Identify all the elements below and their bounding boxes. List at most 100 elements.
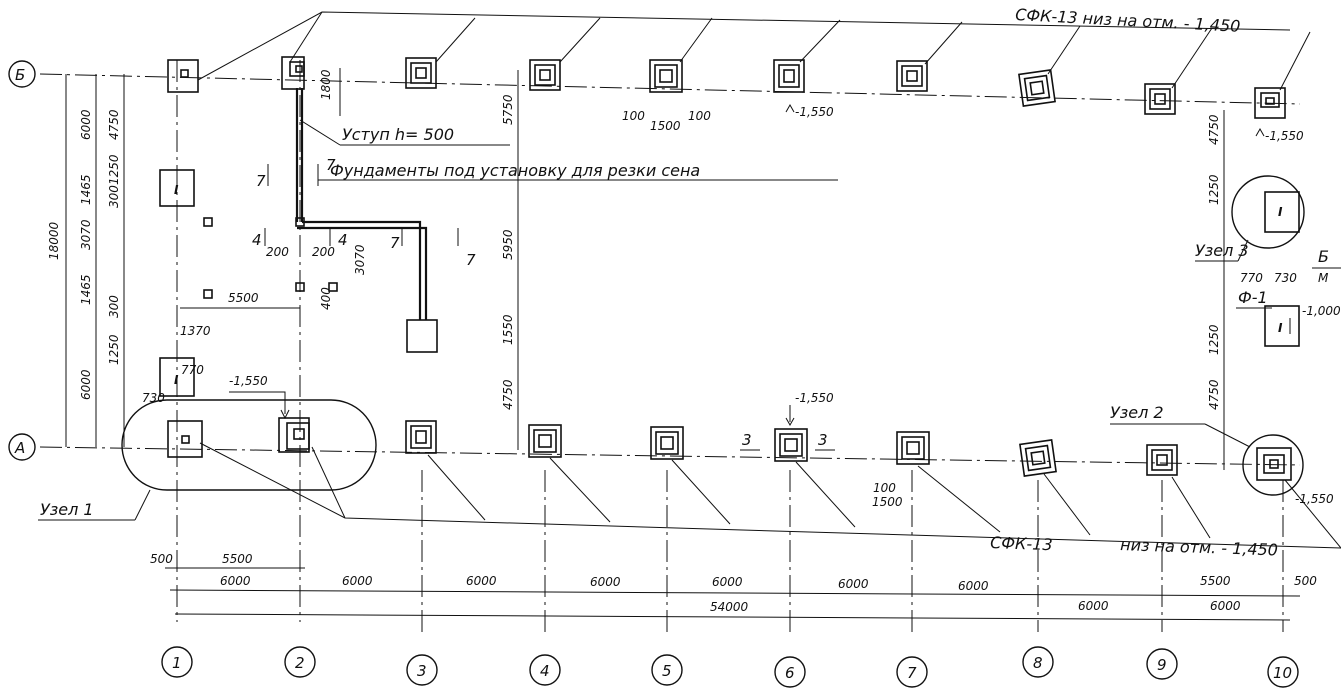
dim-bay-7: 6000 — [958, 579, 989, 593]
dim-730-left: 730 — [142, 391, 165, 405]
axis-label-b: Б — [15, 66, 25, 84]
elev-f1: -1,000 — [1302, 304, 1341, 318]
foundation-b4 — [529, 59, 561, 91]
foundations-row-b — [167, 56, 1286, 119]
f1-label: Ф-1 — [1238, 288, 1268, 307]
section-7-c: 7 — [390, 234, 400, 252]
dim-left-300-top: 300 — [107, 185, 121, 208]
axis-line-a — [39, 446, 1301, 466]
node1-label: Узел 1 — [40, 500, 94, 519]
foundation-a9 — [1146, 444, 1178, 476]
dim-bay-4: 6000 — [590, 575, 621, 589]
bottom-note-right: низ на отм. - 1,450 — [1120, 535, 1278, 559]
dim-1370: 1370 — [180, 324, 211, 338]
axis-label-7: 7 — [907, 664, 917, 682]
foundation-a7 — [896, 431, 930, 465]
foundations-interior — [159, 169, 1300, 397]
column-4-dimensions: 5750 5950 1550 4750 — [501, 70, 519, 450]
dim-b5-1500: 1500 — [650, 119, 681, 133]
section-3-right: 3 — [818, 431, 828, 449]
foundation-title: Фундаменты под установку для резки сена — [330, 161, 700, 180]
dim-bay-3: 6000 — [466, 574, 497, 588]
ledge-leader — [299, 119, 341, 146]
dim-left-6000-top: 6000 — [79, 109, 93, 140]
foundation-b3 — [405, 57, 437, 89]
left-dimensions: 18000 6000 3070 1465 1465 6000 4750 1250… — [47, 74, 204, 447]
dim-200-b: 200 — [312, 245, 335, 259]
dim-right-4750-top: 4750 — [1207, 114, 1221, 145]
axis-label-a: А — [14, 439, 25, 457]
node3-callout: Узел 3 — [1195, 175, 1305, 262]
axis-bubble-4: 4 — [529, 654, 561, 686]
dim-bay-9: 6000 — [1210, 599, 1241, 613]
foundation-b2 — [281, 56, 305, 90]
foundation-a8 — [1019, 439, 1057, 477]
section-markers: 7 7 7 7 4 4 3 3 — [252, 156, 835, 451]
axis-bubble-5: 5 — [651, 654, 683, 686]
node3-label: Узел 3 — [1195, 241, 1249, 260]
elev-b10: -1,550 — [1265, 129, 1304, 143]
column-marker-f1: I — [1278, 321, 1283, 335]
cut-m-label: М — [1318, 271, 1329, 285]
foundation-a10 — [1256, 447, 1292, 481]
dim-last-bay: 5500 — [1200, 574, 1231, 588]
foundation-a6 — [774, 428, 808, 462]
foundation-b9 — [1144, 83, 1176, 115]
section-3-left: 3 — [742, 431, 752, 449]
dim-200-a: 200 — [266, 245, 289, 259]
hay-cutter-dimensions: 1800 5500 1370 3070 200 200 400 — [180, 68, 367, 338]
section-7-d: 7 — [466, 251, 476, 269]
dim-b5-100-left: 100 — [622, 109, 645, 123]
foundation-f1-lower — [159, 357, 195, 397]
foundation-hay-cutter — [406, 319, 438, 353]
dim-left-1465-bot: 1465 — [79, 274, 93, 305]
foundation-a3 — [405, 420, 437, 454]
dim-right-1250-top: 1250 — [1207, 174, 1221, 205]
foundation-a5 — [650, 426, 684, 460]
dim-a7-100-left: 100 — [873, 481, 896, 495]
axis-label-9: 9 — [1157, 656, 1167, 674]
axis-bubble-1: 1 — [161, 646, 193, 678]
axis-bubble-8: 8 — [1022, 646, 1054, 678]
axis-line-b — [39, 73, 1301, 105]
foundation-node3 — [1264, 191, 1300, 233]
axis-bubble-b: Б — [8, 60, 36, 88]
dim-bay-8: 6000 — [1078, 599, 1109, 613]
bottom-note-left: СФК-13 — [990, 533, 1053, 554]
elev-b6: -1,550 — [795, 105, 834, 119]
dim-col-5750: 5750 — [501, 94, 515, 125]
dim-left-1465-top: 1465 — [79, 174, 93, 205]
dim-col-5950: 5950 — [501, 229, 515, 260]
dim-bay-6: 6000 — [838, 577, 869, 591]
axis-bubble-10: 10 — [1267, 656, 1299, 688]
node2-label: Узел 2 — [1110, 403, 1164, 422]
dim-edge-500-left: 500 — [150, 552, 173, 566]
axis-bubbles-vertical: 1 2 3 4 5 6 7 8 9 10 — [161, 646, 1299, 688]
section-4-b: 4 — [338, 231, 348, 249]
dim-left-4750: 4750 — [107, 109, 121, 140]
dim-col-1550: 1550 — [501, 314, 515, 345]
dim-a7-1500: 1500 — [872, 495, 903, 509]
hay-cutter-channel — [295, 88, 428, 320]
column-marker-node3: I — [1278, 205, 1283, 219]
dim-3070-inner: 3070 — [353, 244, 367, 275]
dim-770-left: 770 — [181, 363, 204, 377]
dim-node3-730: 730 — [1274, 271, 1297, 285]
foundation-a1 — [167, 420, 203, 458]
dim-bay-2: 6000 — [342, 574, 373, 588]
axis-lines — [39, 60, 1301, 632]
top-note: СФК-13 низ на отм. - 1,450 — [1015, 5, 1241, 36]
dim-left-3070: 3070 — [79, 219, 93, 250]
dim-left-1250-top: 1250 — [107, 154, 121, 185]
dim-col-4750: 4750 — [501, 379, 515, 410]
foundation-b8 — [1018, 69, 1056, 107]
node2-callout: Узел 2 — [1110, 403, 1304, 496]
elev-a10: -1,550 — [1295, 492, 1334, 506]
axis-bubble-6: 6 — [774, 656, 806, 688]
dim-bay-1: 6000 — [220, 574, 251, 588]
dim-5500-inner: 5500 — [228, 291, 259, 305]
axis-bubble-a: А — [8, 433, 36, 461]
dim-first-bay: 5500 — [222, 552, 253, 566]
node1-callout: Узел 1 — [38, 399, 377, 521]
axis-label-5: 5 — [662, 662, 672, 680]
